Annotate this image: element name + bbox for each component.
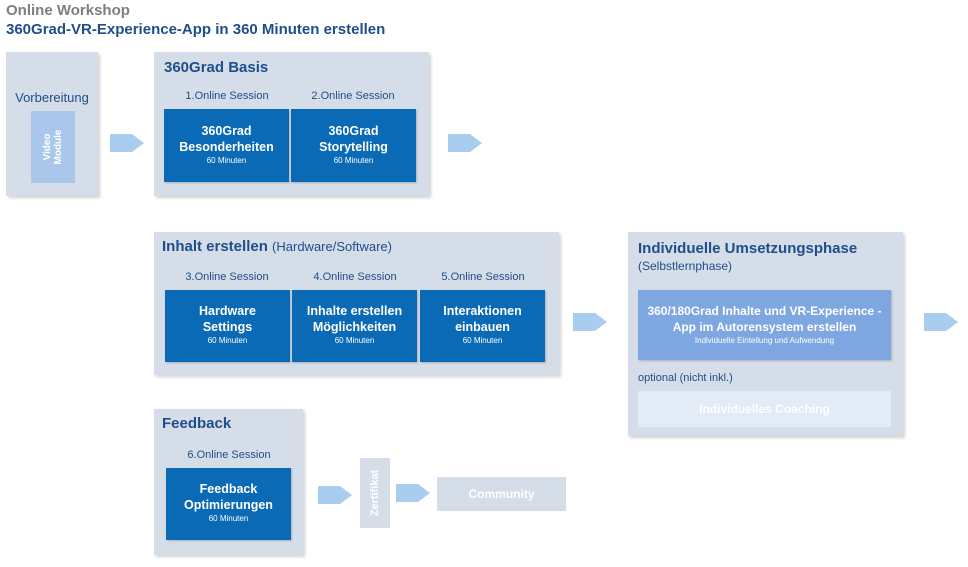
coaching-box: Individuelles Coaching [638,391,891,427]
video-module-box: Video Module [31,111,75,183]
video-module-label: Video Module [42,129,64,165]
session-box: Hardware Settings 60 Minuten [165,290,290,362]
session-box: 360Grad Storytelling 60 Minuten [291,109,416,182]
session-title-line1: Interaktionen [443,304,522,318]
umsetzung-title: Individuelle Umsetzungsphase [638,240,858,257]
zertifikat-label: Zertifikat [369,469,381,517]
session-box: 360Grad Besonderheiten 60 Minuten [164,109,289,182]
community-box: Community [437,477,566,511]
inhalt-subtitle: (Hardware/Software) [272,239,392,254]
inhalt-title-text: Inhalt erstellen [162,238,268,255]
basis-panel: 360Grad Basis 1.Online Session 2.Online … [154,52,429,196]
umsetzung-box-line1: 360/180Grad Inhalte und VR-Experience - [647,304,882,318]
session-label: 5.Online Session [441,271,525,283]
community-label: Community [468,487,535,501]
session-label: 6.Online Session [187,449,271,461]
session-label: 3.Online Session [185,271,269,283]
session-title-line2: Besonderheiten [179,140,274,154]
session-duration: 60 Minuten [208,514,249,523]
flow-arrow [318,484,352,506]
page-title: 360Grad-VR-Experience-App in 360 Minuten… [6,21,386,38]
feedback-title: Feedback [162,415,232,432]
session-title-line2: Möglichkeiten [312,320,397,334]
flow-arrow [396,482,430,504]
vorbereitung-title: Vorbereitung [15,90,89,105]
inhalt-panel: Inhalt erstellen (Hardware/Software) 3.O… [154,232,559,375]
umsetzung-panel: Individuelle Umsetzungsphase (Selbstlern… [628,232,903,436]
flow-arrow [448,132,482,154]
basis-title: 360Grad Basis [164,59,269,76]
session-title-line1: Inhalte erstellen [306,304,403,318]
session-title-line2: Optimierungen [184,498,273,512]
session-label: 1.Online Session [185,90,269,102]
umsetzung-subtitle: (Selbstlernphase) [638,259,733,273]
inhalt-title: Inhalt erstellen (Hardware/Software) [162,238,392,255]
session-box: Inhalte erstellen Möglichkeiten 60 Minut… [292,290,417,362]
workshop-label: Online Workshop [6,2,130,19]
zertifikat-box: Zertifikat [360,458,390,528]
flow-arrow [573,311,607,333]
session-title-line1: Feedback [199,482,258,496]
flow-arrow [110,132,144,154]
optional-label: optional (nicht inkl.) [638,372,733,384]
flow-arrow [924,311,958,333]
session-title-line2: Settings [202,320,253,334]
session-duration: 60 Minuten [334,336,375,345]
session-title-line1: 360Grad [201,124,252,138]
session-title-line2: einbauen [455,320,510,334]
umsetzung-box: 360/180Grad Inhalte und VR-Experience - … [638,290,891,360]
vorbereitung-panel: Vorbereitung Video Module [6,52,98,196]
session-title-line1: 360Grad [328,124,379,138]
umsetzung-box-line2: App im Autorensystem erstellen [672,320,857,334]
coaching-label: Individuelles Coaching [699,402,830,416]
session-label: 4.Online Session [313,271,397,283]
session-duration: 60 Minuten [462,336,503,345]
session-duration: 60 Minuten [207,336,248,345]
session-title-line2: Storytelling [319,140,388,154]
session-duration: 60 Minuten [206,156,247,165]
umsetzung-box-note: Individuelle Einteilung und Aufwendung [694,336,835,345]
feedback-panel: Feedback 6.Online Session Feedback Optim… [154,409,303,555]
session-label: 2.Online Session [311,90,395,102]
session-box: Feedback Optimierungen 60 Minuten [166,468,291,540]
session-box: Interaktionen einbauen 60 Minuten [420,290,545,362]
session-duration: 60 Minuten [333,156,374,165]
session-title-line1: Hardware [199,304,256,318]
